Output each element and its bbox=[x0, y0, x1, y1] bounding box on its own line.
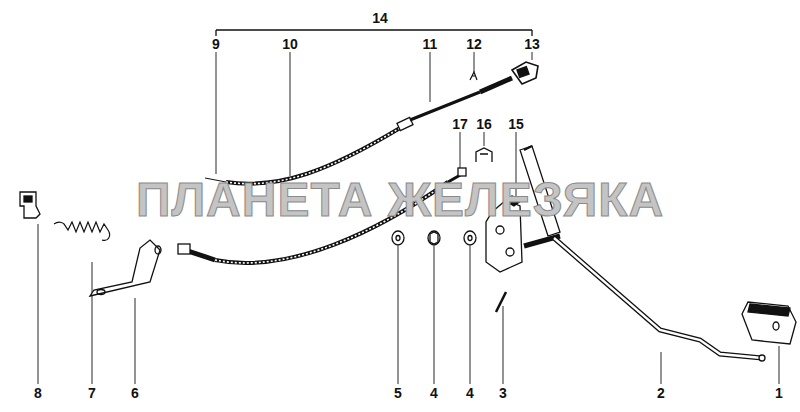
callout-number: 15 bbox=[508, 117, 524, 131]
callout-number: 16 bbox=[476, 117, 492, 131]
callout-number: 5 bbox=[394, 386, 402, 400]
callout-number: 13 bbox=[524, 37, 540, 51]
callout-number: 17 bbox=[452, 117, 468, 131]
callout-number: 9 bbox=[212, 37, 220, 51]
callout-number: 12 bbox=[466, 37, 482, 51]
callout-number: 4 bbox=[466, 386, 474, 400]
callout-number: 1 bbox=[775, 386, 783, 400]
callout-number: 4 bbox=[430, 386, 438, 400]
callout-number: 10 bbox=[282, 37, 298, 51]
callout-number: 2 bbox=[657, 386, 665, 400]
callout-number: 7 bbox=[88, 386, 96, 400]
callout-number: 8 bbox=[34, 386, 42, 400]
callout-number: 14 bbox=[372, 11, 388, 25]
callout-number: 11 bbox=[423, 37, 438, 51]
callout-number: 3 bbox=[499, 386, 507, 400]
watermark: ПЛАНЕТА ЖЕЛЕЗЯКА bbox=[136, 176, 664, 224]
callout-number: 6 bbox=[131, 386, 139, 400]
